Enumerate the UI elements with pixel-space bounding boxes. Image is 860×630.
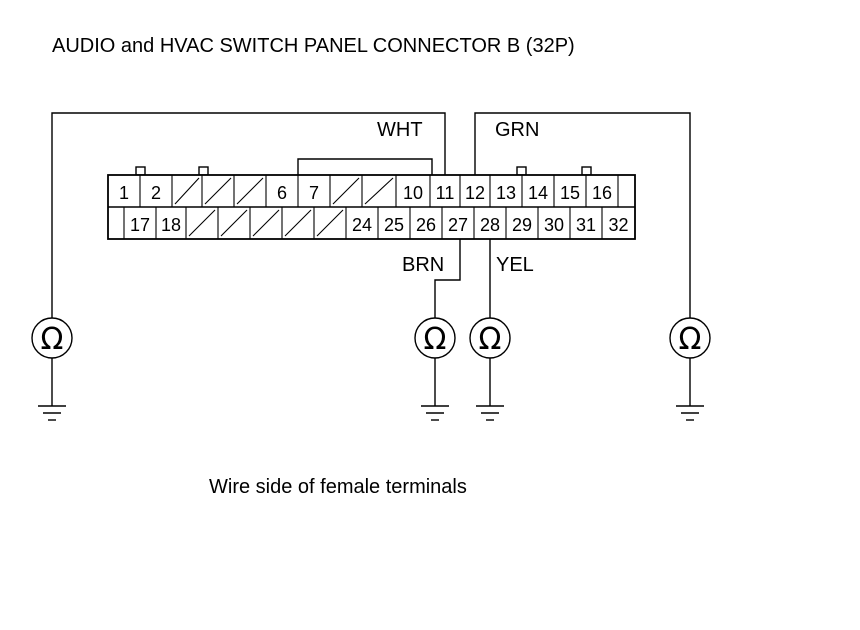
ground-icon	[476, 358, 504, 421]
brn-wire-lead	[434, 239, 461, 318]
unused-terminal-slash	[284, 209, 312, 237]
top-terminal-1: 1	[119, 183, 129, 203]
ohm-icon: Ω	[679, 322, 702, 357]
unused-terminal-slash	[236, 177, 264, 205]
bottom-terminal-26: 26	[416, 215, 436, 235]
connector-tab	[516, 166, 527, 176]
top-terminal-7: 7	[309, 183, 319, 203]
bottom-terminal-25: 25	[384, 215, 404, 235]
unused-terminal-slash	[174, 177, 200, 205]
top-terminal-14: 14	[528, 183, 548, 203]
wire-label-grn: GRN	[495, 119, 539, 141]
top-terminal-15: 15	[560, 183, 580, 203]
wire-label-brn: BRN	[402, 254, 444, 276]
top-terminal-2: 2	[151, 183, 161, 203]
ohm-icon: Ω	[424, 322, 447, 357]
diagram-title: AUDIO and HVAC SWITCH PANEL CONNECTOR B …	[52, 35, 575, 57]
bottom-terminal-24: 24	[352, 215, 372, 235]
bottom-terminal-28: 28	[480, 215, 500, 235]
ground-icon	[676, 358, 704, 421]
unused-terminal-slash	[220, 209, 248, 237]
top-terminal-16: 16	[592, 183, 612, 203]
wht-wire-lead	[51, 112, 446, 318]
ohmmeter-brn: Ω	[414, 317, 456, 359]
ground-symbols	[38, 358, 704, 421]
unused-terminal-slash	[316, 209, 344, 237]
unused-terminal-slash	[188, 209, 216, 237]
ohmmeter-right: Ω	[669, 317, 711, 359]
bottom-terminal-18: 18	[161, 215, 181, 235]
ohm-icon: Ω	[479, 322, 502, 357]
ground-icon	[38, 358, 66, 421]
wire-label-wht: WHT	[377, 119, 423, 141]
wire-label-yel: YEL	[496, 254, 534, 276]
bottom-terminal-17: 17	[130, 215, 150, 235]
connector-lock-bar	[297, 158, 433, 175]
top-terminal-6: 6	[277, 183, 287, 203]
unused-terminal-slash	[364, 177, 394, 205]
unused-terminal-slash	[332, 177, 360, 205]
terminal-row-bottom: 17 18 24 25 26 27 28 29 30 31 32	[123, 207, 636, 239]
diagram-caption: Wire side of female terminals	[209, 476, 467, 498]
top-terminal-11: 11	[436, 183, 455, 203]
bottom-terminal-31: 31	[576, 215, 596, 235]
connector-tab	[198, 166, 209, 176]
bottom-terminal-29: 29	[512, 215, 532, 235]
top-terminal-12: 12	[465, 183, 485, 203]
top-terminal-10: 10	[403, 183, 423, 203]
ohmmeter-left: Ω	[31, 317, 73, 359]
bottom-terminal-30: 30	[544, 215, 564, 235]
grn-wire-lead	[474, 112, 691, 318]
wiring	[51, 112, 691, 318]
bottom-terminal-27: 27	[448, 215, 468, 235]
unused-terminal-slash	[252, 209, 280, 237]
top-terminal-13: 13	[496, 183, 516, 203]
connector-tab	[135, 166, 146, 176]
unused-terminal-slash	[204, 177, 232, 205]
ohm-icon: Ω	[41, 322, 64, 357]
connector-tab	[581, 166, 592, 176]
ohmmeter-yel: Ω	[469, 317, 511, 359]
bottom-terminal-32: 32	[608, 215, 628, 235]
ground-icon	[421, 358, 449, 421]
